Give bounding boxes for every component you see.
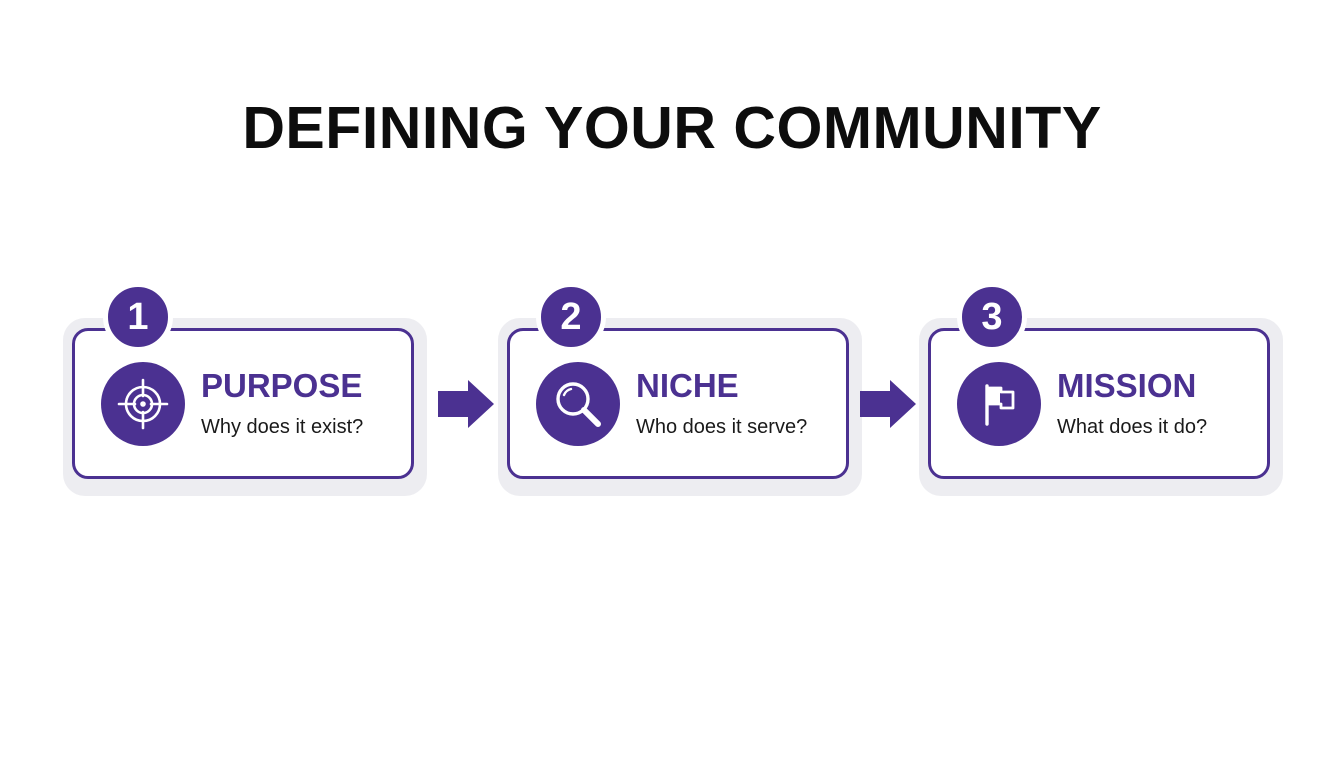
step-niche: NICHE Who does it serve? 2 (498, 282, 862, 498)
step-subtitle: Why does it exist? (201, 416, 364, 438)
step-number-badge: 2 (536, 282, 606, 352)
step-mission: MISSION What does it do? 3 (919, 282, 1283, 498)
page-title: DEFINING YOUR COMMUNITY (242, 95, 1102, 161)
step-title: MISSION (1057, 367, 1197, 404)
target-crosshair-icon (101, 362, 185, 446)
step-title: PURPOSE (201, 367, 363, 404)
step-card: PURPOSE Why does it exist? (72, 328, 414, 479)
step-subtitle: What does it do? (1057, 416, 1208, 438)
step-number-badge: 1 (103, 282, 173, 352)
step-subtitle: Who does it serve? (636, 416, 808, 438)
step-purpose: PURPOSE Why does it exist? 1 (63, 282, 427, 498)
step-title: NICHE (636, 367, 739, 404)
step-number-badge: 3 (957, 282, 1027, 352)
arrow-right-icon (860, 380, 916, 428)
step-card: MISSION What does it do? (928, 328, 1270, 479)
step-card: NICHE Who does it serve? (507, 328, 849, 479)
magnifying-glass-icon (536, 362, 620, 446)
flag-icon (957, 362, 1041, 446)
arrow-right-icon (438, 380, 494, 428)
